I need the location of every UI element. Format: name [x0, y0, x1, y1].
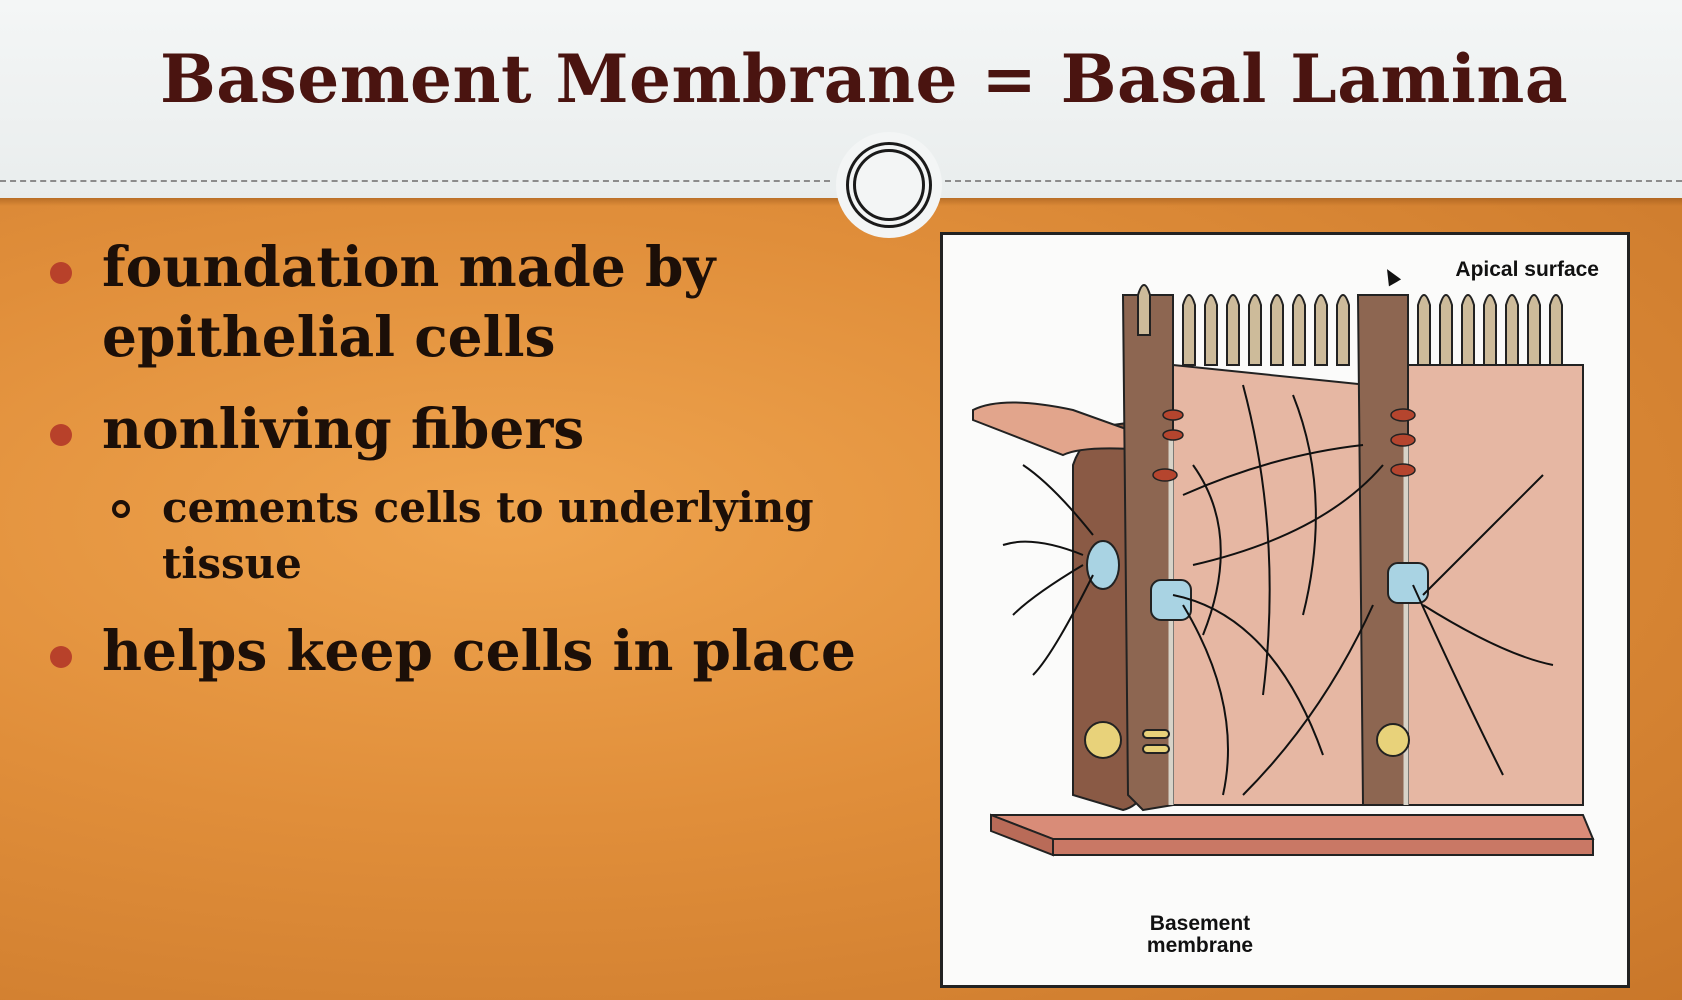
medallion-ring-inner [853, 149, 925, 221]
sub-bullet-item: cements cells to underlying tissue [40, 480, 900, 592]
bullet-item: foundation made by epithelial cells [40, 232, 900, 372]
basement-membrane-front [1052, 838, 1594, 856]
sub-bullet-circle-icon [112, 500, 130, 518]
header-divider-right [945, 180, 1682, 182]
bullet-dot-icon [50, 262, 72, 284]
epithelium-diagram: Apical surface Basement membrane [940, 232, 1630, 988]
bullet-item: nonliving fibers [40, 394, 900, 464]
bullet-text: foundation made by epithelial cells [102, 234, 716, 369]
epithelium-illustration [972, 284, 1595, 857]
bullet-text: helps keep cells in place [102, 618, 857, 683]
medallion-ring-outer [846, 142, 932, 228]
tight-junctions [1152, 408, 1416, 482]
bullet-dot-icon [50, 424, 72, 446]
microvilli [1137, 284, 1563, 366]
gap-junctions [1084, 721, 1410, 759]
desmosomes [1086, 540, 1429, 621]
cytoskeleton-fibers [1002, 384, 1554, 796]
cell-left-top-surface [972, 401, 1150, 457]
apical-surface-label: Apical surface [1455, 258, 1599, 281]
header-divider-left [0, 180, 830, 182]
basement-membrane-slab [990, 814, 1595, 840]
slide-title: Basement Membrane = Basal Lamina [160, 40, 1569, 118]
bullet-text: nonliving fibers [102, 396, 585, 461]
bullet-item: helps keep cells in place [40, 616, 900, 686]
bullet-dot-icon [50, 646, 72, 668]
basement-membrane-label: Basement membrane [1146, 912, 1254, 957]
cell-column-1 [1121, 294, 1174, 812]
bullet-list: foundation made by epithelial cells nonl… [40, 232, 900, 708]
sub-bullet-text: cements cells to underlying tissue [162, 483, 814, 588]
